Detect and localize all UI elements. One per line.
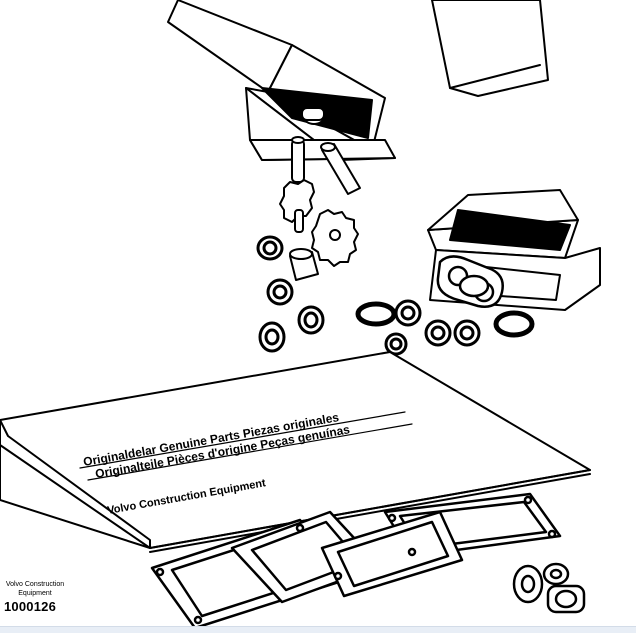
bearings bbox=[512, 562, 586, 614]
parts-box-top-right bbox=[431, 0, 549, 97]
parts-manual bbox=[0, 351, 591, 553]
caption-company: Volvo Construction Equipment bbox=[5, 581, 65, 597]
parts-box-top-left bbox=[167, 0, 396, 161]
gaskets bbox=[150, 492, 562, 630]
bushing-parts bbox=[291, 107, 361, 195]
o-rings-left bbox=[256, 235, 325, 353]
caption-part-number: 1000126 bbox=[4, 599, 57, 614]
sleeve bbox=[289, 248, 319, 281]
flange-gasket bbox=[436, 255, 504, 308]
bottom-strip bbox=[0, 626, 636, 633]
gear-shaft bbox=[279, 179, 315, 233]
o-rings-right bbox=[355, 299, 535, 356]
caption-block: Volvo Construction Equipment 1000126 bbox=[4, 580, 74, 614]
